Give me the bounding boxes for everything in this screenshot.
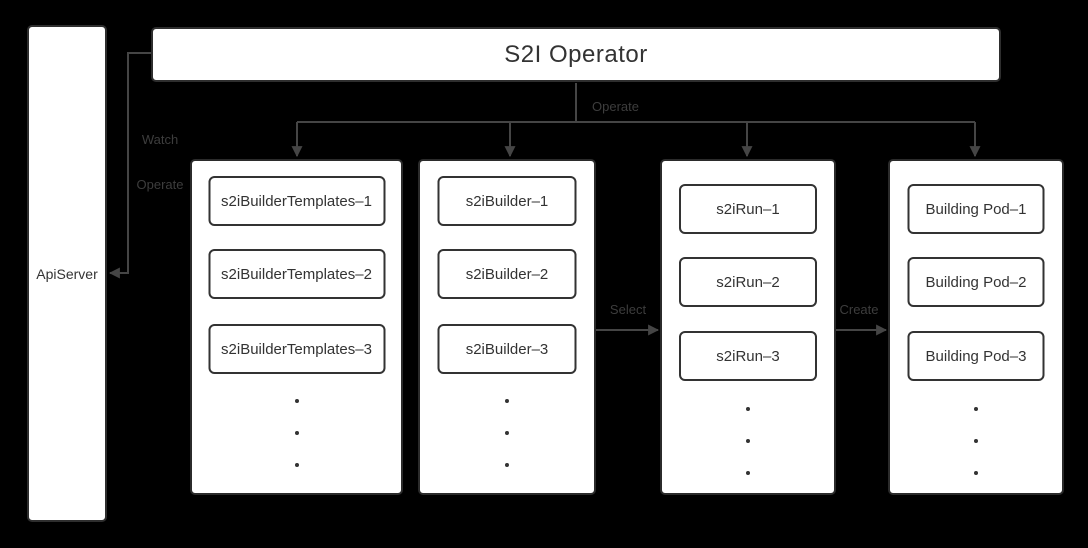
node-s2i-run-1: s2iRun–1 [679, 184, 817, 234]
node-s2i-run-3: s2iRun–3 [679, 331, 817, 381]
operator-node: S2I Operator [151, 27, 1001, 82]
column-s2i-builder: s2iBuilder–1 s2iBuilder–2 s2iBuilder–3 [418, 159, 596, 495]
column-building-pod: Building Pod–1 Building Pod–2 Building P… [888, 159, 1064, 495]
ellipsis-icon [974, 407, 978, 475]
watch-operate-edge-label: Watch Operate [136, 132, 184, 192]
node-s2i-builder-1: s2iBuilder–1 [437, 176, 577, 226]
column-s2i-builder-templates: s2iBuilderTemplates–1 s2iBuilderTemplate… [190, 159, 403, 495]
create-edge-label: Create [839, 302, 879, 317]
api-server-label: ApiServer [36, 265, 98, 282]
node-s2i-builder-templates-1: s2iBuilderTemplates–1 [208, 176, 385, 226]
node-s2i-builder-2: s2iBuilder–2 [437, 249, 577, 299]
ellipsis-icon [505, 399, 509, 467]
node-s2i-builder-templates-3: s2iBuilderTemplates–3 [208, 324, 385, 374]
api-server-node: ApiServer [27, 25, 107, 522]
select-edge-label: Select [609, 302, 647, 317]
ellipsis-icon [746, 407, 750, 475]
operator-title: S2I Operator [504, 40, 648, 68]
node-s2i-builder-3: s2iBuilder–3 [437, 324, 577, 374]
node-s2i-builder-templates-2: s2iBuilderTemplates–2 [208, 249, 385, 299]
node-s2i-run-2: s2iRun–2 [679, 257, 817, 307]
column-s2i-run: s2iRun–1 s2iRun–2 s2iRun–3 [660, 159, 836, 495]
node-building-pod-1: Building Pod–1 [907, 184, 1045, 234]
node-building-pod-2: Building Pod–2 [907, 257, 1045, 307]
operate-edge-label: Operate [592, 99, 639, 114]
ellipsis-icon [294, 399, 299, 467]
node-building-pod-3: Building Pod–3 [907, 331, 1045, 381]
